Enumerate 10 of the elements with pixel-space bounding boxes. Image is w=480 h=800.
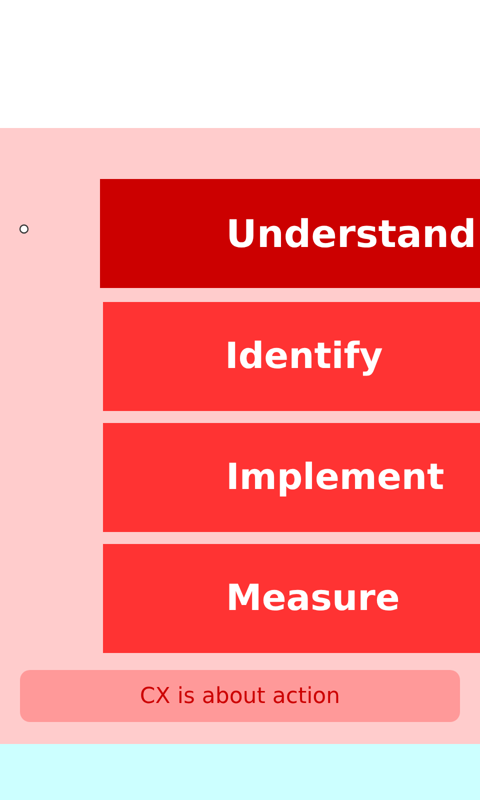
step-box	[103, 423, 480, 532]
step-label: Understand	[226, 212, 476, 256]
step-label: Identify	[225, 336, 383, 377]
step-box	[100, 179, 480, 288]
step-label: Measure	[226, 578, 400, 619]
step-box	[103, 302, 480, 411]
banner-text: CX is about action	[140, 684, 340, 708]
message-banner	[20, 670, 460, 722]
step-label: Implement	[226, 457, 444, 498]
step-box	[103, 544, 480, 653]
